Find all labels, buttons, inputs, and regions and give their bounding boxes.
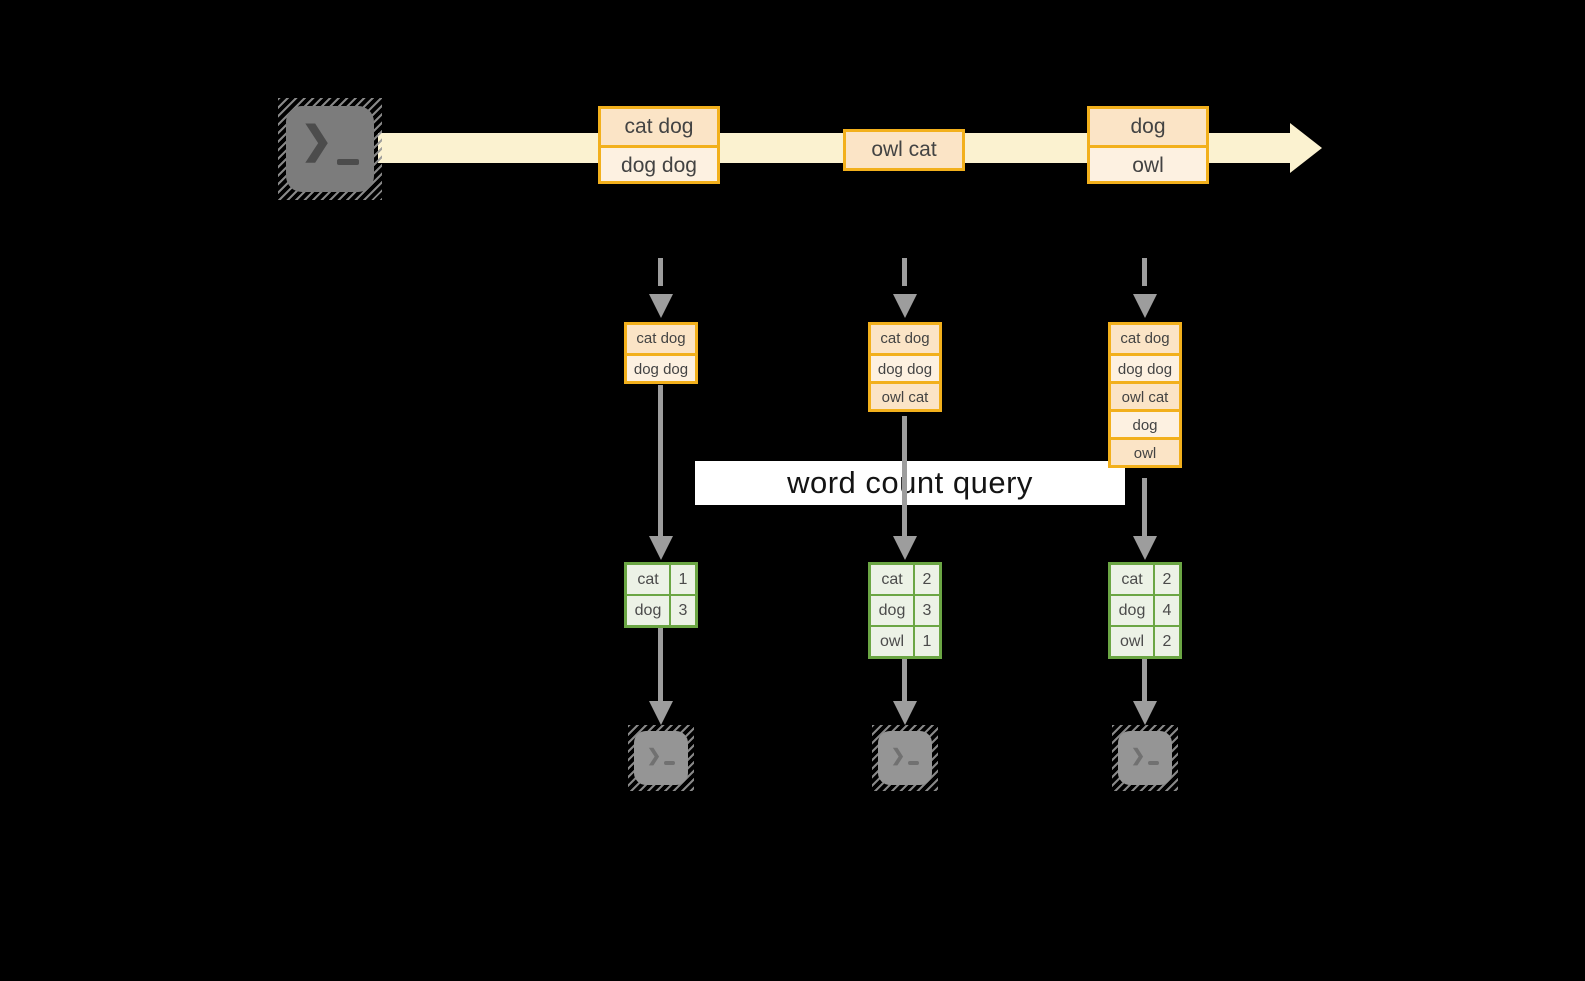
table-cell-word: owl [871, 627, 913, 656]
prompt-underscore-icon [664, 761, 676, 765]
table-cell-word: cat [871, 565, 913, 594]
connector-line [658, 385, 663, 538]
dashed-arrowhead-icon [893, 294, 917, 318]
terminal-body: ❯ [286, 106, 374, 192]
table-cell-count: 2 [915, 565, 939, 594]
prompt-chevron-icon: ❯ [300, 120, 333, 162]
dashed-arrowhead-icon [649, 294, 673, 318]
dashed-arrow-line [1142, 258, 1147, 286]
connector-arrowhead-icon [893, 536, 917, 560]
state-record: dog [1111, 409, 1179, 437]
word-count-table-2: cat 2 dog 3 owl 1 [868, 562, 942, 659]
connector-line [1142, 657, 1147, 703]
terminal-body: ❯ [1118, 731, 1172, 785]
sink-terminal-icon-2: ❯ [872, 725, 938, 791]
batch-record: cat dog [601, 109, 717, 145]
batch-record: owl cat [846, 132, 962, 168]
table-cell-word: dog [871, 596, 913, 625]
table-cell-count: 3 [671, 596, 695, 625]
word-count-table-1: cat 1 dog 3 [624, 562, 698, 628]
state-record: owl cat [871, 381, 939, 409]
prompt-underscore-icon [337, 159, 360, 165]
terminal-body: ❯ [634, 731, 688, 785]
stream-source-terminal-icon: ❯ [278, 98, 382, 200]
prompt-underscore-icon [1148, 761, 1160, 765]
connector-arrowhead-icon [1133, 536, 1157, 560]
word-count-table-3: cat 2 dog 4 owl 2 [1108, 562, 1182, 659]
dashed-arrow-line [902, 258, 907, 286]
table-cell-count: 1 [671, 565, 695, 594]
stream-arrowhead-icon [1290, 123, 1322, 173]
connector-arrowhead-icon [893, 701, 917, 725]
batch-record: dog [1090, 109, 1206, 145]
table-cell-count: 2 [1155, 565, 1179, 594]
table-cell-word: owl [1111, 627, 1153, 656]
sink-terminal-icon-3: ❯ [1112, 725, 1178, 791]
dashed-arrowhead-icon [1133, 294, 1157, 318]
query-label-band: word count query [695, 461, 1125, 505]
state-record: dog dog [1111, 353, 1179, 381]
table-cell-count: 4 [1155, 596, 1179, 625]
table-cell-word: cat [1111, 565, 1153, 594]
state-record: cat dog [1111, 325, 1179, 353]
connector-line [1142, 478, 1147, 538]
state-box-3: cat dog dog dog owl cat dog owl [1108, 322, 1182, 468]
prompt-chevron-icon: ❯ [890, 745, 906, 765]
terminal-body: ❯ [878, 731, 932, 785]
dashed-arrow-line [658, 258, 663, 286]
batch-record: owl [1090, 145, 1206, 181]
table-cell-word: dog [1111, 596, 1153, 625]
state-box-2: cat dog dog dog owl cat [868, 322, 942, 412]
prompt-underscore-icon [908, 761, 920, 765]
connector-line [902, 416, 907, 538]
stream-batch-box-2: owl cat [843, 129, 965, 171]
connector-arrowhead-icon [649, 701, 673, 725]
state-record: dog dog [871, 353, 939, 381]
table-cell-count: 3 [915, 596, 939, 625]
stream-batch-box-3: dog owl [1087, 106, 1209, 184]
state-record: owl [1111, 437, 1179, 465]
connector-arrowhead-icon [1133, 701, 1157, 725]
prompt-chevron-icon: ❯ [646, 745, 662, 765]
table-cell-word: dog [627, 596, 669, 625]
state-record: cat dog [627, 325, 695, 353]
query-label: word count query [787, 465, 1033, 500]
state-record: cat dog [871, 325, 939, 353]
connector-line [658, 626, 663, 703]
state-record: dog dog [627, 353, 695, 381]
sink-terminal-icon-1: ❯ [628, 725, 694, 791]
stream-batch-box-1: cat dog dog dog [598, 106, 720, 184]
table-cell-word: cat [627, 565, 669, 594]
batch-record: dog dog [601, 145, 717, 181]
table-cell-count: 1 [915, 627, 939, 656]
state-box-1: cat dog dog dog [624, 322, 698, 384]
table-cell-count: 2 [1155, 627, 1179, 656]
connector-arrowhead-icon [649, 536, 673, 560]
connector-line [902, 657, 907, 703]
state-record: owl cat [1111, 381, 1179, 409]
prompt-chevron-icon: ❯ [1130, 745, 1146, 765]
